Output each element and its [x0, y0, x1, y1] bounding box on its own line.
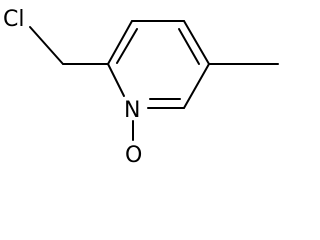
- atom-label-oxygen: O: [125, 143, 142, 168]
- bond-cl-ch2: [29, 26, 64, 65]
- bond-c2-c3: [107, 20, 133, 65]
- atom-label-nitrogen: N: [124, 98, 140, 123]
- chemical-structure-diagram: Cl N O: [3, 7, 279, 168]
- bond-c4-c5: [183, 20, 210, 65]
- atom-label-chlorine: Cl: [3, 7, 24, 32]
- bond-c4-c5-double: [178, 28, 200, 65]
- bond-c2-c3-double: [116, 28, 138, 64]
- bond-c5-c6: [183, 63, 210, 109]
- bond-n-c2: [107, 63, 125, 97]
